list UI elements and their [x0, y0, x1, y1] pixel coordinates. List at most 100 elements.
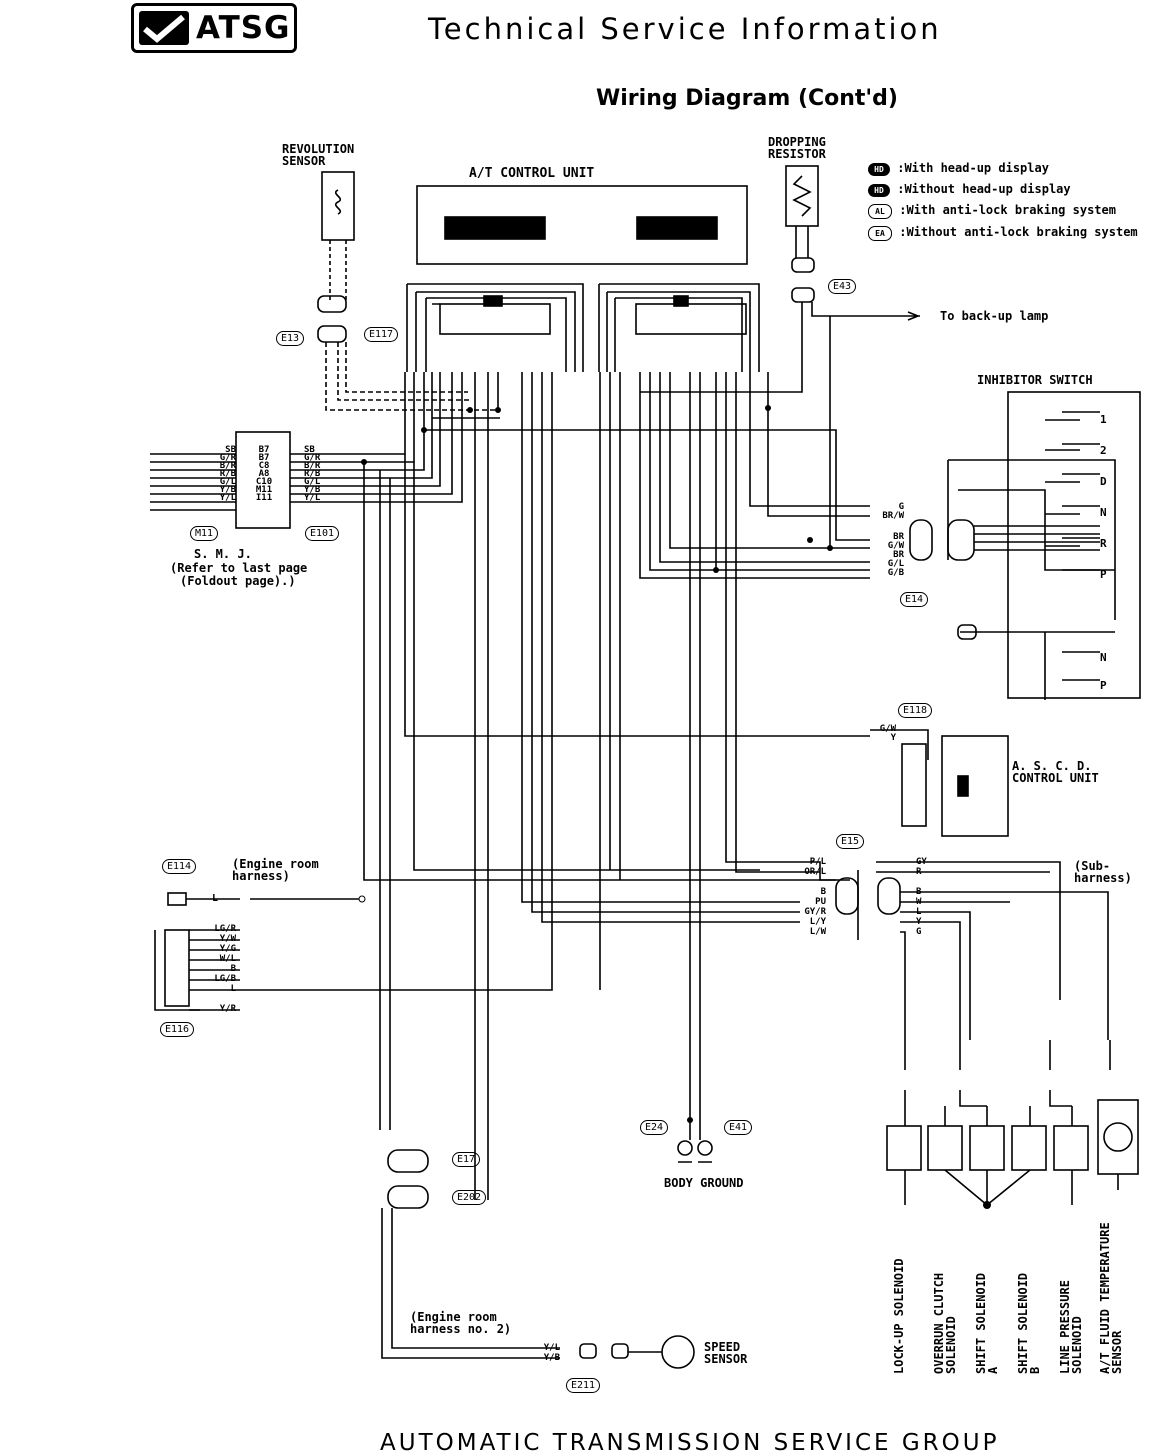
line-pressure-solenoid-label: LINE PRESSURE SOLENOID: [1058, 1280, 1084, 1374]
overrun-clutch-solenoid-box: [927, 1125, 963, 1171]
legend-item: HD :With head-up display: [868, 162, 1168, 176]
page-title: Wiring Diagram (Cont'd): [596, 86, 898, 111]
wire-label: PU: [815, 897, 826, 907]
e117-connector-left: [439, 303, 551, 335]
wire-label: Y/L: [219, 493, 236, 503]
sub-harness-label: (Sub- harness): [1074, 859, 1132, 885]
position-label: 2: [1100, 444, 1107, 457]
wire-label: G/R: [304, 453, 321, 463]
overrun-clutch-solenoid-label: OVERRUN CLUTCH SOLENOID: [932, 1272, 958, 1374]
connector-e101: E101: [305, 526, 340, 541]
legend-code: AL: [868, 204, 892, 219]
pin-label: M11: [255, 485, 273, 495]
pin-label: B7: [258, 445, 270, 455]
dropping-resistor-box: [785, 165, 819, 227]
position-label: R: [1100, 537, 1107, 550]
e114-wire-label: L: [212, 893, 219, 904]
legend-text: :Without anti-lock braking system: [899, 225, 1138, 239]
e202-connector: [387, 1185, 429, 1209]
wire-label: Y/R: [219, 1004, 236, 1014]
wire-label: GY: [916, 857, 927, 867]
wire-label: Y: [890, 733, 896, 743]
speed-sensor-label: SPEED SENSOR: [704, 1340, 748, 1366]
at-control-unit-label: A/T CONTROL UNIT: [469, 166, 595, 181]
wire-label: R: [916, 867, 922, 877]
e17-connector: [387, 1149, 429, 1173]
wire-label: B/R: [304, 461, 321, 471]
pin-label: B7: [258, 453, 270, 463]
wire-label: Y/L: [543, 1343, 560, 1353]
e13-connector-male: [317, 295, 347, 313]
wire-label: Y/B: [543, 1353, 560, 1363]
e14-connector-right: [947, 519, 975, 561]
legend-code: HD: [868, 163, 890, 176]
e117-connector-right: [635, 303, 747, 335]
wire-label: LG/B: [214, 974, 236, 984]
wire-label: SB: [304, 445, 315, 455]
e118-connector: [901, 743, 927, 827]
smj-label: S. M. J.: [194, 547, 252, 561]
body-ground-label: BODY GROUND: [664, 1176, 744, 1190]
shift-solenoid-b-box: [1011, 1125, 1047, 1171]
wire-label: P/L: [809, 857, 826, 867]
inhibitor-switch-label: INHIBITOR SWITCH: [977, 373, 1093, 387]
connector-e202: E202: [452, 1190, 487, 1205]
wire-label: G/W: [879, 724, 896, 734]
wire-label: BR: [893, 532, 904, 542]
line-pressure-solenoid-box: [1053, 1125, 1089, 1171]
connector-e118: E118: [898, 703, 933, 718]
wire-label: Y/B: [304, 485, 321, 495]
wire-label: W: [916, 897, 922, 907]
pin-label: C8: [258, 461, 270, 471]
connector-e211: E211: [566, 1378, 601, 1393]
e13-connector-female: [317, 325, 347, 343]
atsg-logo: ATSG: [131, 3, 297, 53]
dropping-resistor-label: DROPPING RESISTOR: [768, 135, 826, 161]
wire-label: B: [820, 887, 826, 897]
engine-room-harness-label: (Engine room harness): [232, 857, 319, 883]
engine-room-harness-2-label: (Engine room harness no. 2): [410, 1310, 512, 1336]
position-label: N: [1100, 651, 1107, 664]
shift-solenoid-a-box: [969, 1125, 1005, 1171]
lock-up-solenoid-box: [886, 1125, 922, 1171]
wire-label: L/Y: [809, 917, 826, 927]
wire-label: OR/L: [804, 867, 826, 877]
e114-connector: [167, 892, 187, 906]
connector-e117: E117: [364, 327, 399, 342]
legend-item: EA :Without anti-lock braking system: [868, 226, 1168, 241]
wire-label: GY/R: [804, 907, 826, 917]
wire-label: L/W: [809, 927, 826, 937]
legend-text: :With head-up display: [897, 161, 1049, 175]
wire-label: SB: [225, 445, 236, 455]
revolution-sensor-box: [321, 171, 355, 241]
position-label: P: [1100, 568, 1107, 581]
pin-label: I11: [255, 493, 273, 503]
connector-e24: E24: [640, 1120, 669, 1135]
legend-text: :With anti-lock braking system: [899, 203, 1116, 217]
lock-up-solenoid-label: LOCK-UP SOLENOID: [892, 1258, 906, 1374]
smj-note-2: (Foldout page).): [180, 574, 296, 588]
wire-label: G/R: [219, 453, 236, 463]
revolution-sensor-label: REVOLUTION SENSOR: [282, 142, 355, 168]
wire-label: G/L: [304, 477, 321, 487]
wire-label: G/L: [219, 477, 236, 487]
pin-label: C10: [255, 477, 273, 487]
legend-item: AL :With anti-lock braking system: [868, 204, 1168, 219]
logo-text: ATSG: [196, 10, 291, 46]
connector-e43: E43: [828, 279, 857, 294]
position-label: D: [1100, 475, 1107, 488]
to-backup-lamp-label: To back-up lamp: [940, 309, 1049, 323]
ascd-control-unit-box: [941, 735, 1009, 837]
wire-label: LG/R: [214, 924, 236, 934]
wire-label: G/B: [887, 568, 904, 578]
wire-label: B: [230, 964, 236, 974]
legend: HD :With head-up display HD :Without hea…: [868, 162, 1168, 241]
e15-connector-right: [877, 877, 901, 915]
